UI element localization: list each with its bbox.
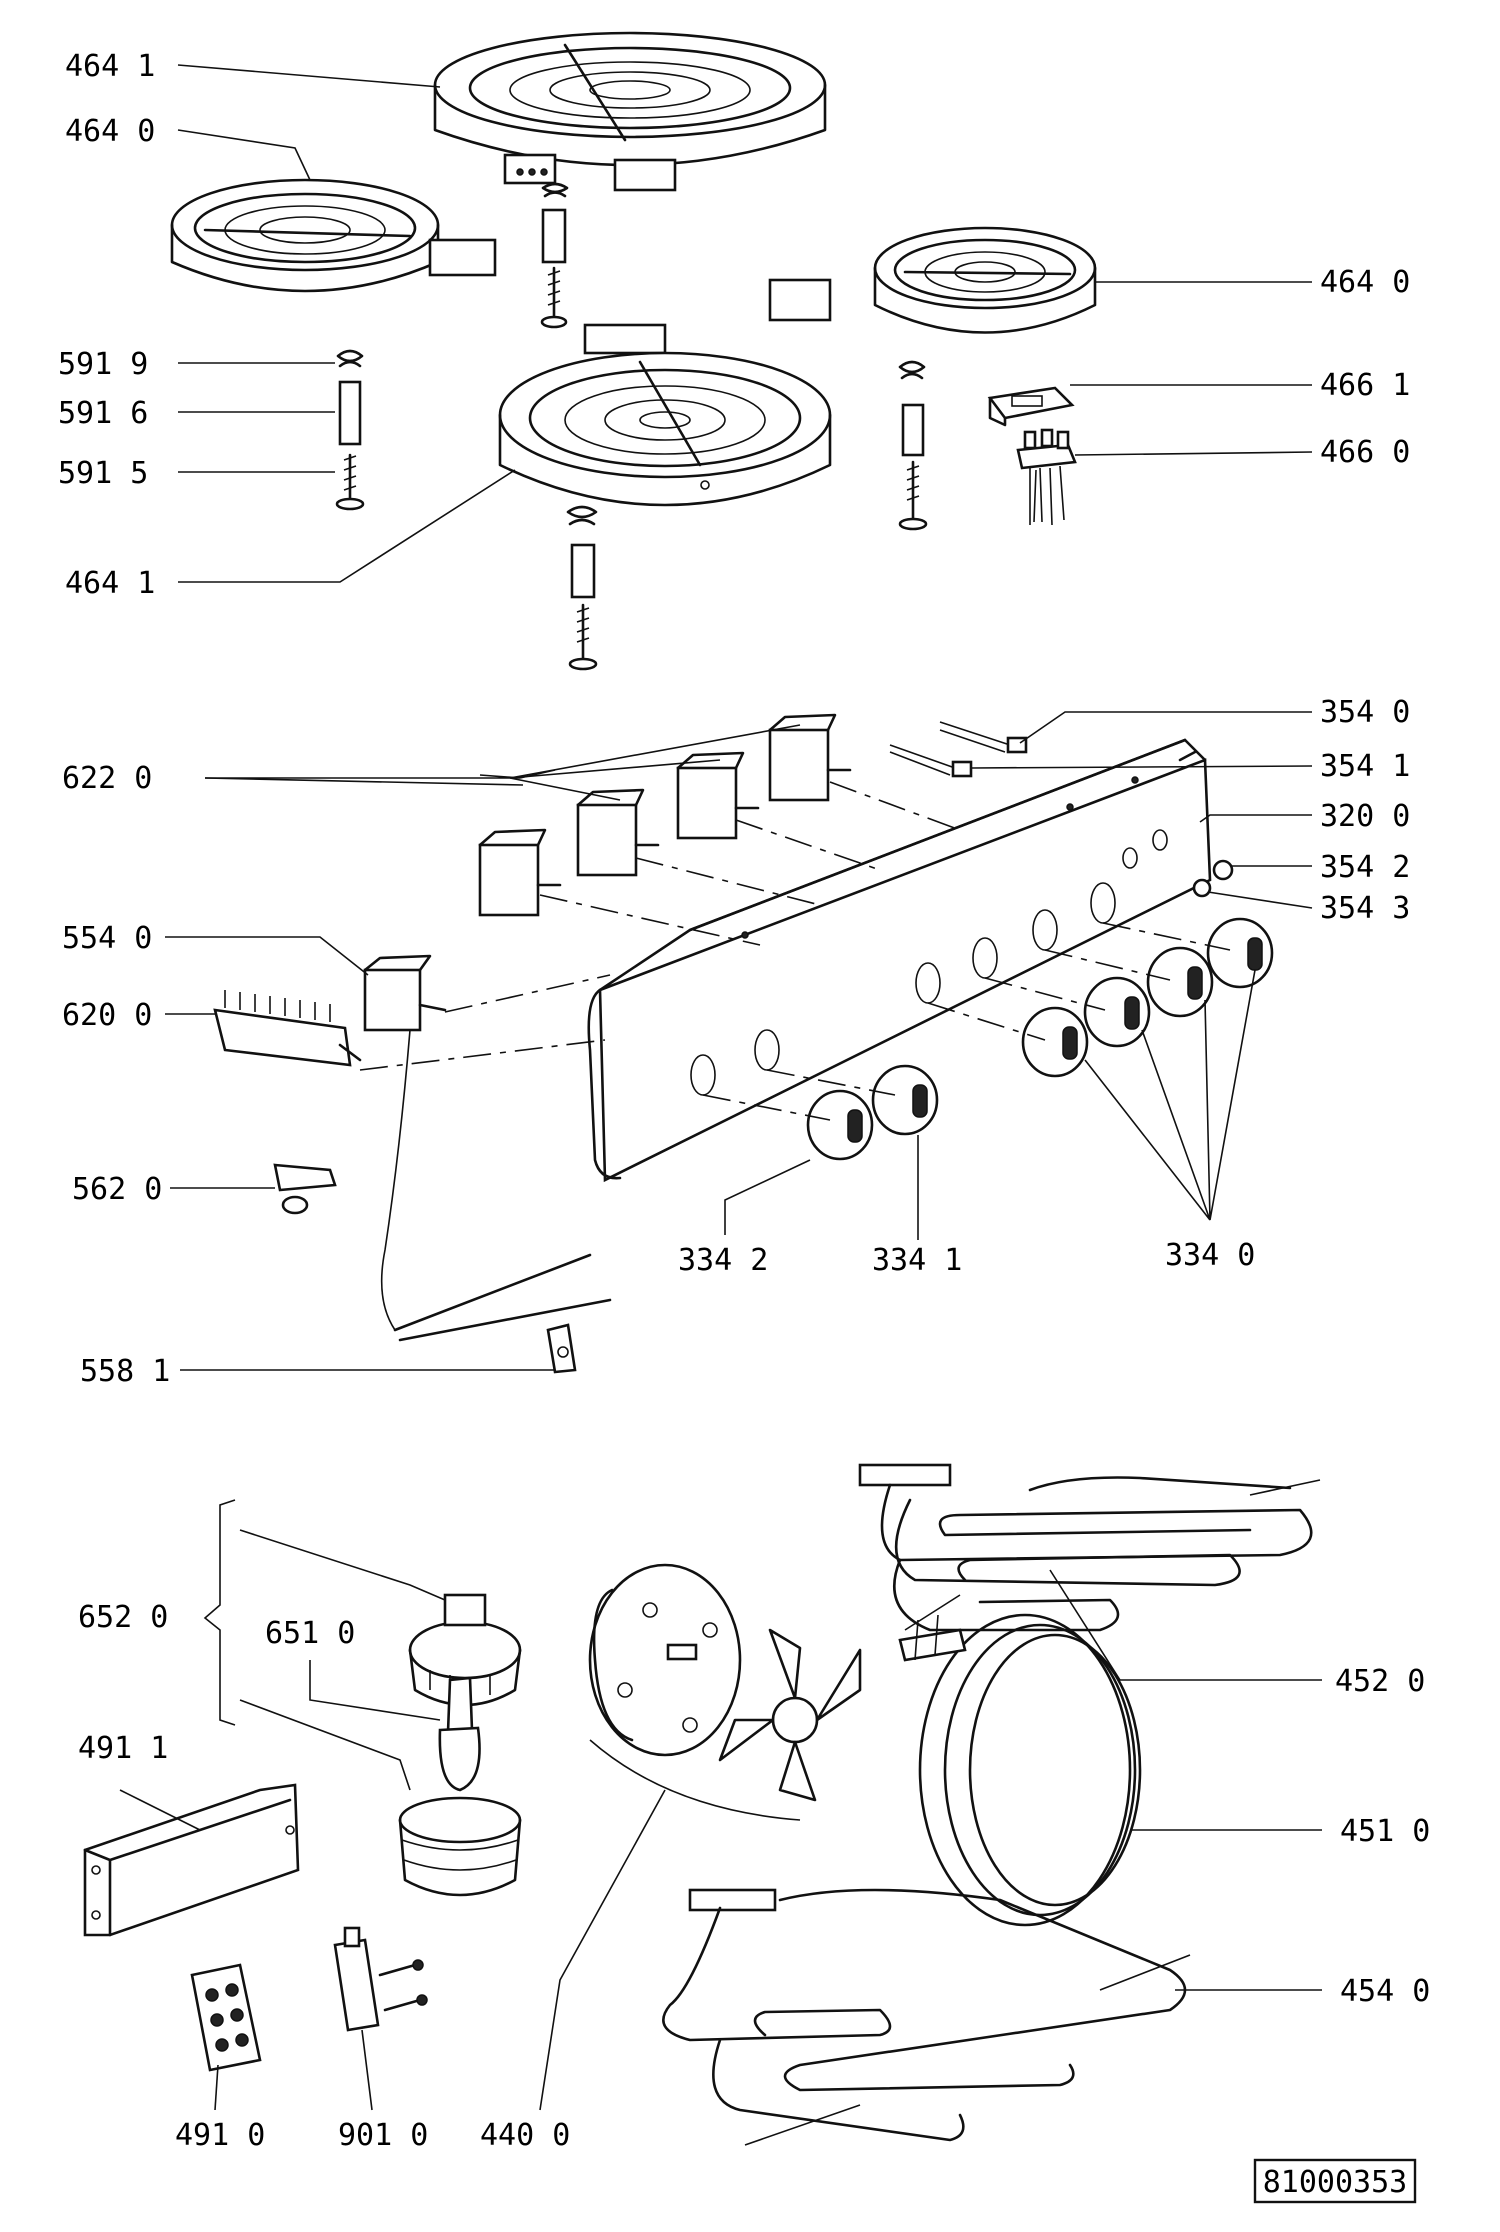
reference-number-box: 81000353 xyxy=(1253,2158,1417,2204)
label-901-0: 901 0 xyxy=(338,2118,428,2153)
fan-blade xyxy=(589,1628,862,1821)
hotplate-small-left xyxy=(170,178,497,293)
label-554-0: 554 0 xyxy=(62,921,152,956)
label-591-9: 591 9 xyxy=(58,347,148,382)
lamp-cover xyxy=(398,1796,522,1897)
thermostat xyxy=(363,954,447,1331)
lamp-holder xyxy=(408,1593,522,1707)
label-334-1: 334 1 xyxy=(872,1243,962,1278)
control-knobs xyxy=(806,917,1274,1161)
fixing-set-left xyxy=(335,349,365,511)
label-651-0: 651 0 xyxy=(265,1616,355,1651)
terminal-cover xyxy=(987,386,1075,427)
label-652-0: 652 0 xyxy=(78,1600,168,1635)
label-320-0: 320 0 xyxy=(1320,799,1410,834)
label-466-1: 466 1 xyxy=(1320,368,1410,403)
bracket xyxy=(83,1783,300,1937)
label-591-6: 591 6 xyxy=(58,396,148,431)
label-464-1-bottom: 464 1 xyxy=(65,566,155,601)
label-454-0: 454 0 xyxy=(1340,1974,1430,2009)
label-464-0-left: 464 0 xyxy=(65,114,155,149)
label-354-2: 354 2 xyxy=(1320,850,1410,885)
label-464-1-top: 464 1 xyxy=(65,49,155,84)
label-440-0: 440 0 xyxy=(480,2118,570,2153)
label-558-1: 558 1 xyxy=(80,1354,170,1389)
thermostat-bulb xyxy=(393,1253,612,1374)
label-334-2: 334 2 xyxy=(678,1243,768,1278)
fixing-set-right xyxy=(898,360,928,531)
fixing-set-center xyxy=(566,505,598,671)
lamp-assembly-brace xyxy=(203,1499,236,1726)
label-451-0: 451 0 xyxy=(1340,1814,1430,1849)
terminal-clip xyxy=(273,1163,337,1215)
label-562-0: 562 0 xyxy=(72,1172,162,1207)
lamp-bulb xyxy=(438,1676,481,1792)
label-334-0: 334 0 xyxy=(1165,1238,1255,1273)
label-466-0: 466 0 xyxy=(1320,435,1410,470)
control-panel xyxy=(587,738,1212,1183)
assembly-lines xyxy=(359,781,1231,1121)
label-464-0-right: 464 0 xyxy=(1320,265,1410,300)
label-491-1: 491 1 xyxy=(78,1731,168,1766)
bottom-element xyxy=(662,1888,1191,2146)
warning-lamp-wires xyxy=(889,721,1028,778)
oven-terminal-block xyxy=(190,1963,262,2072)
selector-switch xyxy=(213,990,362,1067)
terminal-block xyxy=(1016,428,1077,526)
label-491-0: 491 0 xyxy=(175,2118,265,2153)
label-620-0: 620 0 xyxy=(62,998,152,1033)
energy-regulators xyxy=(478,713,852,917)
part-labels: 464 1 464 0 464 0 591 9 466 1 591 6 466 … xyxy=(58,49,1430,2153)
hotplate-large-top xyxy=(433,31,827,192)
hotplate-large-center xyxy=(498,323,832,507)
label-622-0: 622 0 xyxy=(62,761,152,796)
fan-motor xyxy=(588,1563,742,1757)
hotplate-small-right xyxy=(768,226,1097,334)
circular-element xyxy=(898,1613,1142,1927)
fixing-set-top xyxy=(540,182,569,329)
label-452-0: 452 0 xyxy=(1335,1664,1425,1699)
leader-lines xyxy=(119,64,1322,2111)
door-switch xyxy=(333,1926,428,2032)
warning-lamps xyxy=(1192,859,1234,898)
label-354-1: 354 1 xyxy=(1320,749,1410,784)
reference-number: 81000353 xyxy=(1263,2165,1408,2200)
label-354-3: 354 3 xyxy=(1320,891,1410,926)
grill-element xyxy=(858,1463,1321,1632)
label-591-5: 591 5 xyxy=(58,456,148,491)
label-354-0: 354 0 xyxy=(1320,695,1410,730)
